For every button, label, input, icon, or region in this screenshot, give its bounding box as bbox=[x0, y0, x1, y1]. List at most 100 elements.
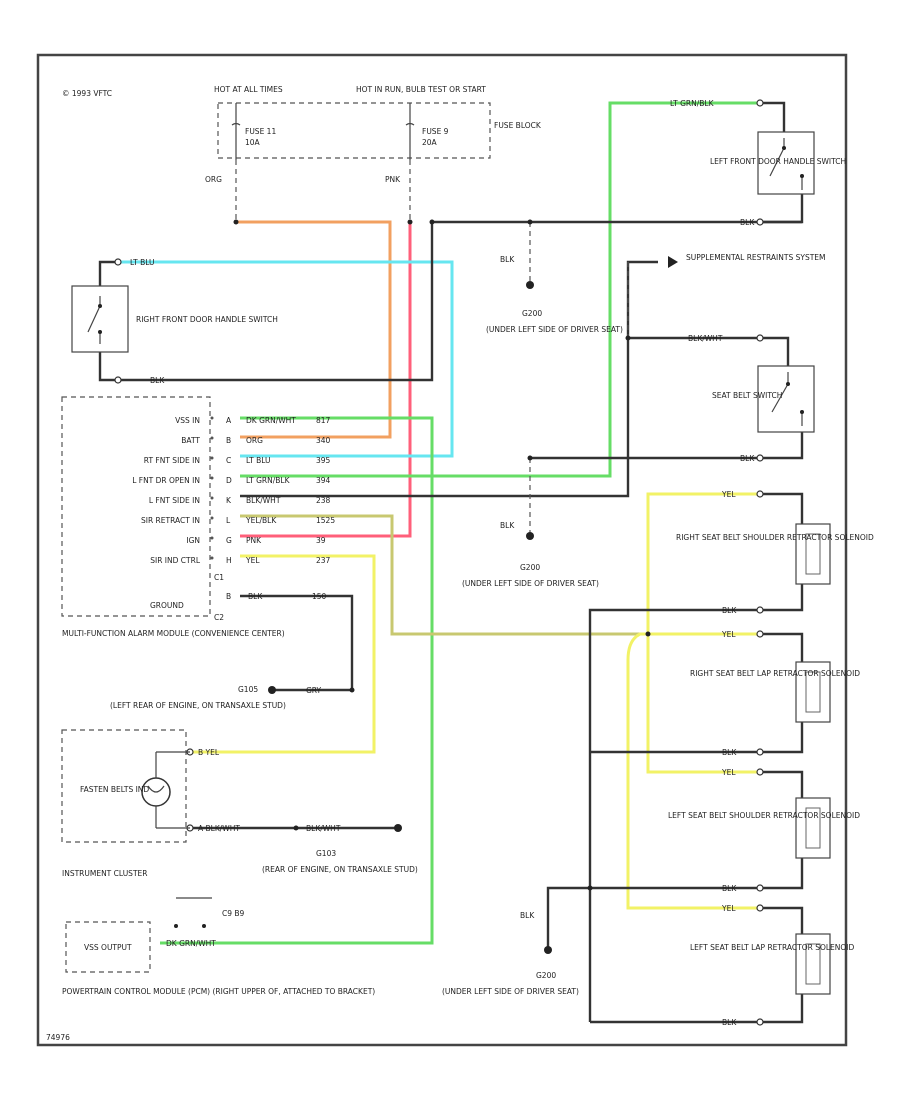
blk-ground-bus-top bbox=[118, 220, 802, 382]
blk-seat-label: BLK bbox=[740, 454, 755, 463]
gry-wire-label: GRY bbox=[306, 686, 322, 695]
module-pin-circuit: 237 bbox=[316, 556, 331, 565]
yellow-right-lap-wire bbox=[626, 632, 760, 910]
c2-label: C2 bbox=[214, 613, 224, 622]
g105-label: G105 bbox=[238, 685, 258, 694]
g103-ground-symbol bbox=[394, 824, 402, 832]
blk-lt-door-label: BLK bbox=[740, 218, 755, 227]
g200-lower-ground-symbol bbox=[544, 946, 552, 954]
module-pin-terminal bbox=[210, 456, 214, 460]
module-pin-circuit: 394 bbox=[316, 476, 331, 485]
diagram-frame bbox=[36, 53, 848, 1047]
module-pin-name: SIR RETRACT IN bbox=[141, 516, 200, 525]
blk-right-shoulder-label: BLK bbox=[722, 606, 737, 615]
yel-right-lap-label: YEL bbox=[721, 630, 736, 639]
module-pin-letter: C bbox=[226, 456, 231, 465]
pcm-connector-label: C9 B9 bbox=[222, 909, 245, 918]
module-pin-circuit: 340 bbox=[316, 436, 331, 445]
fasten-pin-b-label: B YEL bbox=[198, 748, 220, 757]
module-pin-wire: BLK/WHT bbox=[246, 496, 281, 505]
ground-pin-name: GROUND bbox=[150, 601, 184, 610]
module-pin-terminal bbox=[210, 516, 214, 520]
module-pin-terminal bbox=[210, 496, 214, 500]
fasten-pin-a-label: A BLK/WHT bbox=[198, 824, 240, 833]
orange-batt-wire bbox=[236, 220, 392, 439]
fuse-11-rating: 10A bbox=[245, 138, 261, 147]
module-pin-wire: YEL bbox=[245, 556, 260, 565]
seat-belt-switch bbox=[757, 365, 815, 433]
module-pin-circuit: 817 bbox=[316, 416, 331, 425]
multifunction-alarm-module bbox=[61, 396, 211, 617]
fuse-9-rating: 20A bbox=[422, 138, 438, 147]
g200-upper-location: (UNDER LEFT SIDE OF DRIVER SEAT) bbox=[486, 325, 623, 334]
seat-belt-switch-label: SEAT BELT SWITCH bbox=[712, 391, 782, 400]
module-pin-terminal bbox=[210, 416, 214, 420]
green-vss-wire bbox=[160, 416, 434, 945]
blk-seat-belt-switch bbox=[530, 336, 804, 460]
module-pin-name: BATT bbox=[181, 436, 200, 445]
blk-left-lap-label: BLK bbox=[722, 1018, 737, 1027]
right-front-door-switch bbox=[71, 285, 129, 353]
module-pin-name: L FNT DR OPEN IN bbox=[132, 476, 200, 485]
blk-right-door-switch-return bbox=[98, 352, 118, 382]
g200-mid-ground-symbol bbox=[526, 532, 534, 540]
fuse-11-label: FUSE 11 bbox=[245, 127, 276, 136]
powertrain-control-module bbox=[65, 897, 212, 973]
module-pin-circuit: 1525 bbox=[316, 516, 335, 525]
green-lt-front-wire bbox=[240, 101, 760, 478]
right-front-door-switch-label: RIGHT FRONT DOOR HANDLE SWITCH bbox=[136, 315, 278, 324]
yel-left-lap-label: YEL bbox=[721, 904, 736, 913]
g200-mid-label: G200 bbox=[520, 563, 540, 572]
right-lap-solenoid-label: RIGHT SEAT BELT LAP RETRACTOR SOLENOID bbox=[690, 669, 860, 678]
left-front-door-switch bbox=[757, 131, 815, 195]
pnk-wire-label: PNK bbox=[385, 175, 401, 184]
vss-output-label: VSS OUTPUT bbox=[84, 943, 132, 952]
module-pin-letter: A bbox=[226, 416, 232, 425]
blk-wht-seat-label: BLK/WHT bbox=[688, 334, 723, 343]
fuse-9-label: FUSE 9 bbox=[422, 127, 449, 136]
yel-left-shoulder-label: YEL bbox=[721, 768, 736, 777]
module-pin-terminal bbox=[210, 436, 214, 440]
instrument-cluster-label: INSTRUMENT CLUSTER bbox=[62, 869, 147, 878]
module-pin-wire: LT BLU bbox=[246, 456, 271, 465]
blk-right-lap-label: BLK bbox=[722, 748, 737, 757]
yel-right-shoulder-label: YEL bbox=[721, 490, 736, 499]
module-pin-wire: DK GRN/WHT bbox=[246, 416, 296, 425]
module-pin-wire: ORG bbox=[246, 436, 263, 445]
g200-mid-location: (UNDER LEFT SIDE OF DRIVER SEAT) bbox=[462, 579, 599, 588]
blk-g200-upper-label: BLK bbox=[500, 255, 515, 264]
module-pin-wire: LT GRN/BLK bbox=[246, 476, 291, 485]
sir-arrow-icon bbox=[668, 256, 678, 268]
blk-right-door-switch-lead bbox=[98, 260, 118, 286]
lt-blu-label: LT BLU bbox=[130, 258, 155, 267]
ground-pin-letter: B bbox=[226, 592, 231, 601]
fuse-block-label: FUSE BLOCK bbox=[494, 121, 542, 130]
blk-left-shoulder-label: BLK bbox=[722, 884, 737, 893]
blk-module-ground bbox=[240, 594, 354, 692]
blk-rt-door-label: BLK bbox=[150, 376, 165, 385]
cyan-rt-front-wire bbox=[118, 260, 454, 458]
module-pin-letter: G bbox=[226, 536, 232, 545]
solenoid-boxes bbox=[795, 523, 831, 995]
splice-dots bbox=[233, 219, 651, 891]
module-pin-letter: D bbox=[226, 476, 232, 485]
left-shoulder-solenoid-label: LEFT SEAT BELT SHOULDER RETRACTOR SOLENO… bbox=[668, 811, 860, 820]
g103-location: (REAR OF ENGINE, ON TRANSAXLE STUD) bbox=[262, 865, 418, 874]
org-wire-label: ORG bbox=[205, 175, 222, 184]
copyright-label: © 1993 VFTC bbox=[62, 89, 112, 98]
module-pin-letter: H bbox=[226, 556, 232, 565]
pcm-wire-label: DK GRN/WHT bbox=[166, 939, 216, 948]
lt-grn-blk-label: LT GRN/BLK bbox=[670, 99, 715, 108]
connector-terminals bbox=[114, 99, 764, 1026]
module-pin-name: SIR IND CTRL bbox=[150, 556, 201, 565]
blk-g200-mid-label: BLK bbox=[500, 521, 515, 530]
hot-in-run-label: HOT IN RUN, BULB TEST OR START bbox=[356, 85, 486, 94]
figure-id: 74976 bbox=[46, 1033, 70, 1042]
module-pin-terminal bbox=[210, 536, 214, 540]
pcm-label: POWERTRAIN CONTROL MODULE (PCM) (RIGHT U… bbox=[62, 987, 375, 996]
module-pin-name: IGN bbox=[186, 536, 200, 545]
blk-left-door-switch bbox=[760, 101, 804, 224]
blk-module-sensing-wire bbox=[240, 260, 658, 498]
blk-g200-lower-label: BLK bbox=[520, 911, 535, 920]
